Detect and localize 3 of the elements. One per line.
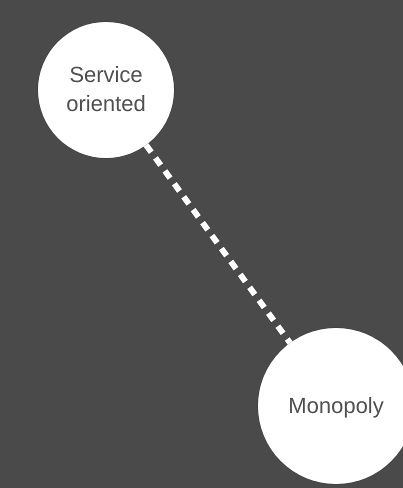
node-label: Service oriented [65, 61, 147, 118]
dashed-connector [144, 143, 293, 345]
node-label: Monopoly [288, 392, 384, 420]
